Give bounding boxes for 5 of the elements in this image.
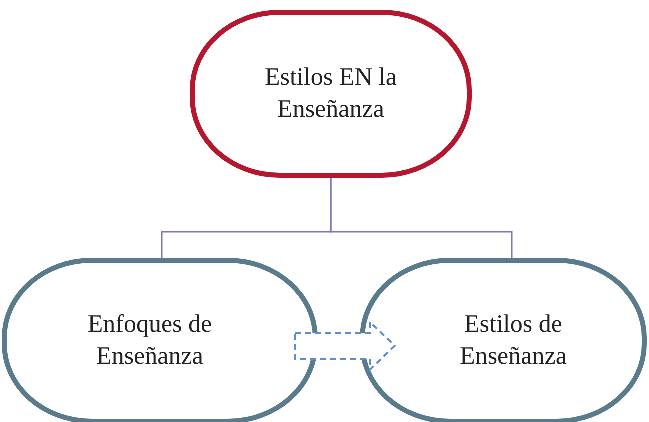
connector-line xyxy=(330,178,513,258)
node-label: Estilos de Enseñanza xyxy=(459,310,568,372)
node-label: Estilos EN la Enseñanza xyxy=(264,63,398,125)
node-label: Enfoques de Enseñanza xyxy=(86,310,214,372)
block-arrow xyxy=(294,320,396,372)
